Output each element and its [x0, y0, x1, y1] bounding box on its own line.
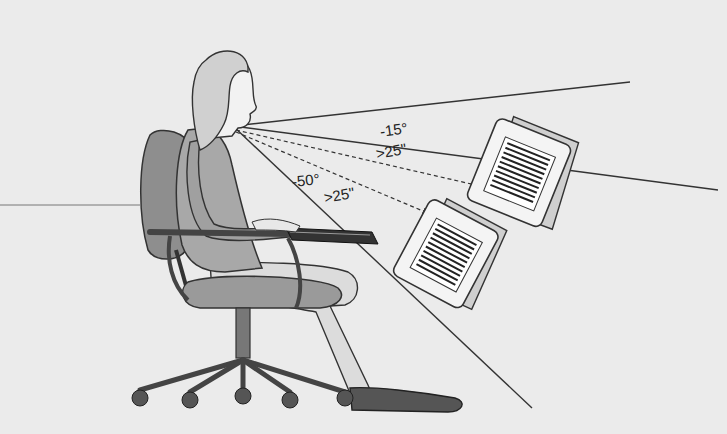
chair-seat	[183, 276, 342, 308]
lower-monitor	[391, 192, 512, 315]
angle-distance-label: -15°	[379, 120, 409, 139]
sight-lines	[233, 82, 718, 408]
chair-arm-support	[169, 236, 188, 300]
chair-armrest	[150, 232, 292, 234]
shoe	[350, 388, 462, 412]
horizontal-sight-line	[233, 82, 630, 126]
hair	[192, 51, 248, 150]
distance-arrow	[236, 132, 430, 214]
angle-distance-label: >25"	[375, 141, 408, 161]
keyboard	[286, 228, 378, 244]
chair-casters	[132, 388, 353, 408]
angle-distance-label: >25"	[323, 185, 356, 205]
edge-line	[0, 205, 140, 206]
hand	[252, 219, 300, 232]
keyboard-keys	[290, 232, 370, 235]
upper-monitor	[465, 111, 586, 233]
chair-post	[236, 308, 250, 358]
chair-base	[140, 360, 345, 392]
chair-arm-support	[288, 238, 300, 308]
angle-distance-label: -50°	[291, 171, 320, 189]
distance-arrow	[236, 130, 480, 186]
distance-arrows	[236, 130, 480, 214]
